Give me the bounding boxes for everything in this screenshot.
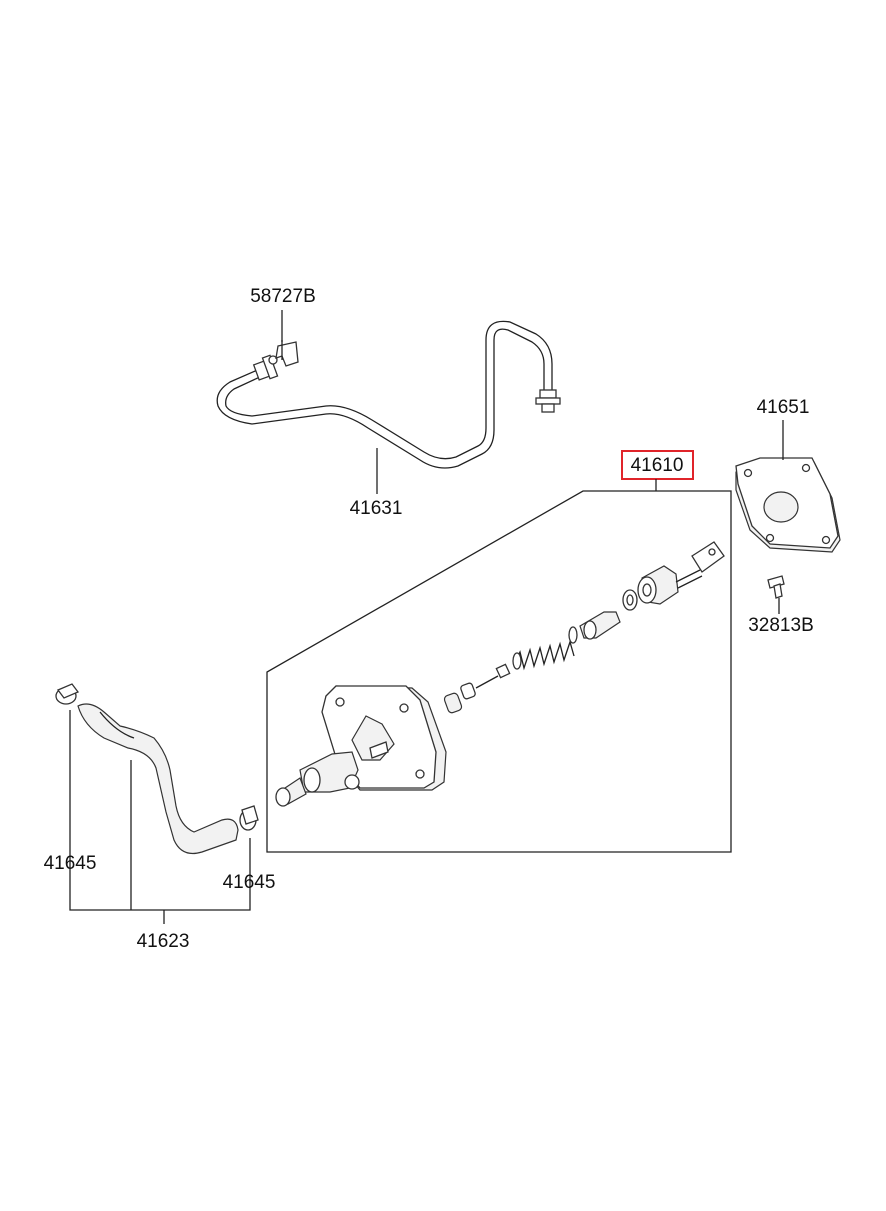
piston[interactable] <box>579 611 621 640</box>
master-cylinder-41610[interactable] <box>275 685 447 807</box>
mounting-plate-41651[interactable] <box>735 457 841 553</box>
label-41610[interactable]: 41610 <box>631 455 684 476</box>
label-41645-right: 41645 <box>223 872 276 893</box>
label-41651: 41651 <box>757 397 810 418</box>
clamp-41645-left[interactable] <box>55 683 80 705</box>
bolt-32813B[interactable] <box>767 575 785 599</box>
hose-41623[interactable] <box>77 703 239 855</box>
boot[interactable] <box>637 565 679 605</box>
assembly-frame <box>266 479 732 853</box>
push-pin[interactable] <box>475 663 511 689</box>
return-spring[interactable] <box>512 626 578 671</box>
label-41631: 41631 <box>350 498 403 519</box>
retaining-ring[interactable] <box>622 589 638 611</box>
label-41645-left: 41645 <box>44 853 97 874</box>
label-32813B: 32813B <box>748 615 814 636</box>
seal-cup[interactable] <box>443 682 476 714</box>
label-41610-highlight-box <box>621 450 694 480</box>
bracket-58727B[interactable] <box>275 340 299 367</box>
clamp-41645-right[interactable] <box>239 805 259 831</box>
clutch-tube-41631[interactable] <box>216 320 561 469</box>
label-58727B: 58727B <box>250 286 316 307</box>
push-rod-clevis[interactable] <box>675 541 725 589</box>
label-41623: 41623 <box>137 931 190 952</box>
